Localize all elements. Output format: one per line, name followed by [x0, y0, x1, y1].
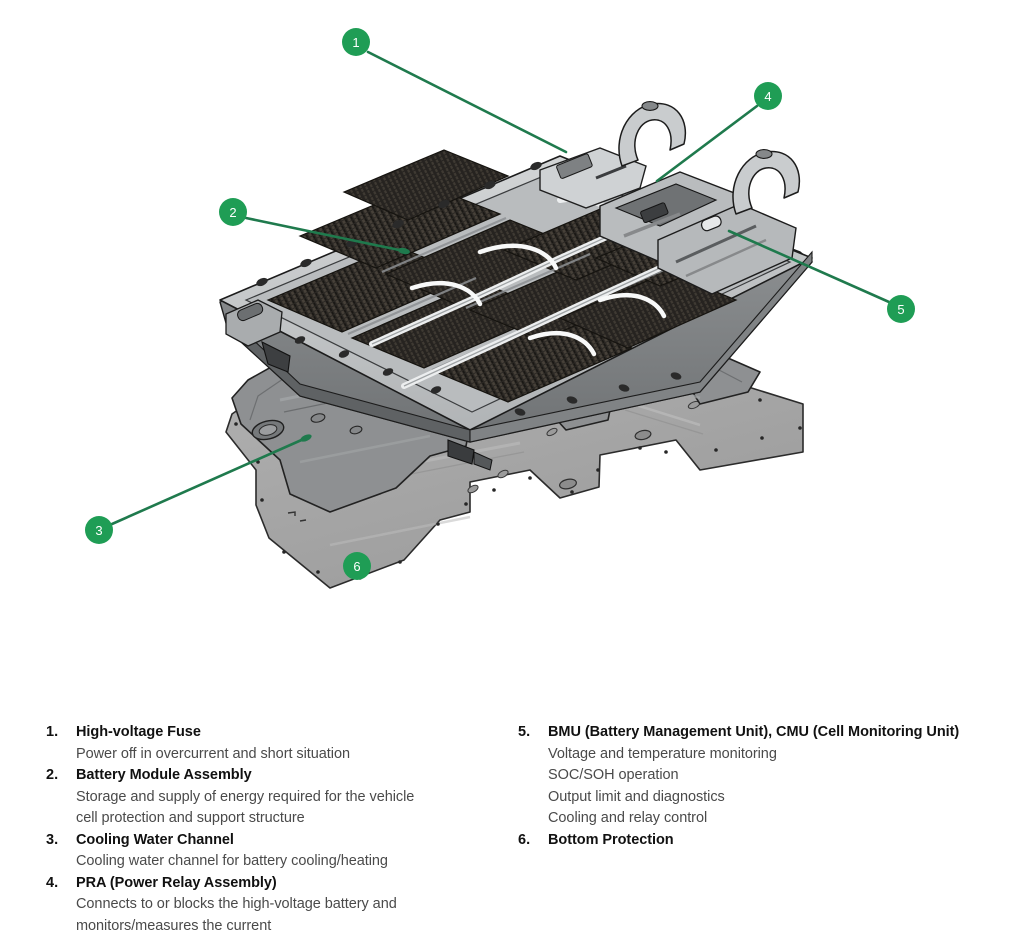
legend-desc-5-line-2: SOC/SOH operation	[548, 767, 679, 783]
legend-desc-1-line-1: Power off in overcurrent and short situa…	[76, 745, 350, 762]
legend-item-6: 6. Bottom Protection	[518, 830, 988, 852]
legend-desc-3-line-1: Cooling water channel for battery coolin…	[76, 853, 388, 869]
legend-number-3: 3.	[46, 831, 59, 848]
legend-title-2: Battery Module Assembly	[76, 767, 252, 783]
legend-item-3: 3. Cooling Water Channel Cooling water c…	[46, 830, 516, 873]
legend-column-left: 1. High-voltage Fuse Power off in overcu…	[46, 722, 516, 937]
leader-line-1	[366, 50, 568, 154]
legend-title-5: BMU (Battery Management Unit), CMU (Cell…	[548, 724, 960, 740]
callout-label-2: 2	[229, 205, 236, 220]
legend-desc-5-line-4: Cooling and relay control	[548, 810, 708, 826]
side-connector-block	[225, 299, 291, 373]
lifting-bracket-rear	[618, 101, 687, 167]
callout-leader-endpoints	[300, 247, 410, 442]
legend-title-3: Cooling Water Channel	[76, 831, 234, 848]
legend-desc-2-line-2: cell protection and support structure	[76, 810, 305, 826]
callout-marker-6[interactable]: 6	[343, 552, 371, 580]
legend-title-4: PRA (Power Relay Assembly)	[76, 874, 277, 891]
battery-pack-exploded-diagram: 1 2 3 4 5 6	[85, 28, 915, 589]
legend-desc-2-line-1: Storage and supply of energy required fo…	[76, 788, 415, 805]
callout-marker-4[interactable]: 4	[754, 82, 782, 110]
component-legend: 1. High-voltage Fuse Power off in overcu…	[0, 722, 1024, 950]
callout-label-6: 6	[353, 559, 360, 574]
legend-number-4: 4.	[46, 874, 59, 891]
legend-title-1: High-voltage Fuse	[76, 724, 201, 740]
legend-number-1: 1.	[46, 724, 59, 740]
legend-number-6: 6.	[518, 831, 531, 848]
legend-column-right: 5. BMU (Battery Management Unit), CMU (C…	[518, 722, 988, 851]
harness-connector	[447, 439, 493, 471]
leader-line-4	[655, 104, 759, 183]
callout-label-5: 5	[897, 302, 904, 317]
legend-desc-5-line-3: Output limit and diagnostics	[548, 788, 725, 805]
legend-item-5: 5. BMU (Battery Management Unit), CMU (C…	[518, 722, 988, 830]
callout-marker-2[interactable]: 2	[219, 198, 247, 226]
battery-pack-housing	[219, 101, 813, 471]
legend-desc-4-line-1: Connects to or blocks the high-voltage b…	[76, 896, 397, 912]
callout-markers: 1 2 3 4 5 6	[85, 28, 915, 580]
legend-desc-4-line-2: monitors/measures the current	[76, 917, 272, 934]
legend-item-2: 2. Battery Module Assembly Storage and s…	[46, 765, 516, 830]
callout-label-4: 4	[764, 89, 771, 104]
legend-title-6: Bottom Protection	[548, 831, 674, 848]
leader-line-2	[244, 216, 406, 253]
legend-item-4: 4. PRA (Power Relay Assembly) Connects t…	[46, 873, 516, 938]
legend-number-5: 5.	[518, 724, 531, 740]
callout-label-3: 3	[95, 523, 102, 538]
leader-line-5	[727, 229, 891, 304]
callout-marker-5[interactable]: 5	[887, 295, 915, 323]
callout-marker-1[interactable]: 1	[342, 28, 370, 56]
high-voltage-fuse	[539, 147, 647, 209]
callout-marker-3[interactable]: 3	[85, 516, 113, 544]
legend-desc-5-line-1: Voltage and temperature monitoring	[548, 745, 777, 762]
lifting-bracket-front	[732, 149, 801, 215]
legend-number-2: 2.	[46, 767, 59, 783]
callout-label-1: 1	[352, 35, 359, 50]
legend-item-1: 1. High-voltage Fuse Power off in overcu…	[46, 722, 516, 765]
leader-line-3	[110, 436, 308, 526]
callout-leaders	[110, 50, 891, 526]
